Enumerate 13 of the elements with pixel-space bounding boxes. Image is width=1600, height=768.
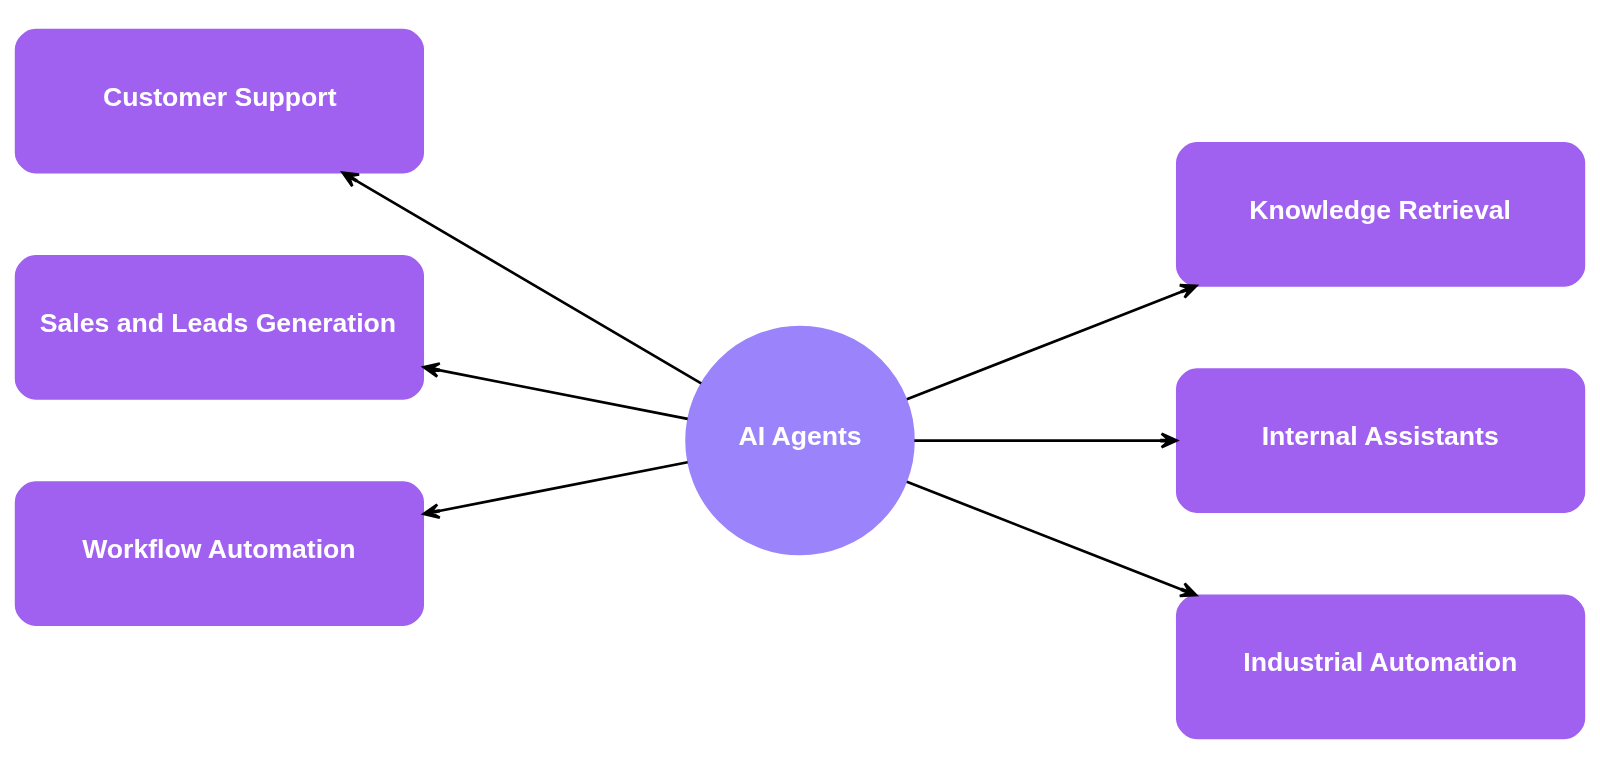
node-box: Internal Assistants (1175, 368, 1586, 513)
node-box: Industrial Automation (1175, 594, 1586, 740)
arrow (914, 432, 1178, 449)
node-box: Customer Support (14, 28, 425, 174)
node-box: Workflow Automation (14, 481, 425, 627)
arrow (422, 362, 688, 421)
node-circle: AI Agents (685, 325, 915, 556)
node-box: Sales and Leads Generation (14, 255, 425, 400)
arrow (422, 460, 688, 520)
arrow (341, 171, 702, 385)
node-box: Knowledge Retrieval (1175, 141, 1586, 287)
arrow (906, 480, 1198, 598)
arrow (906, 283, 1198, 401)
